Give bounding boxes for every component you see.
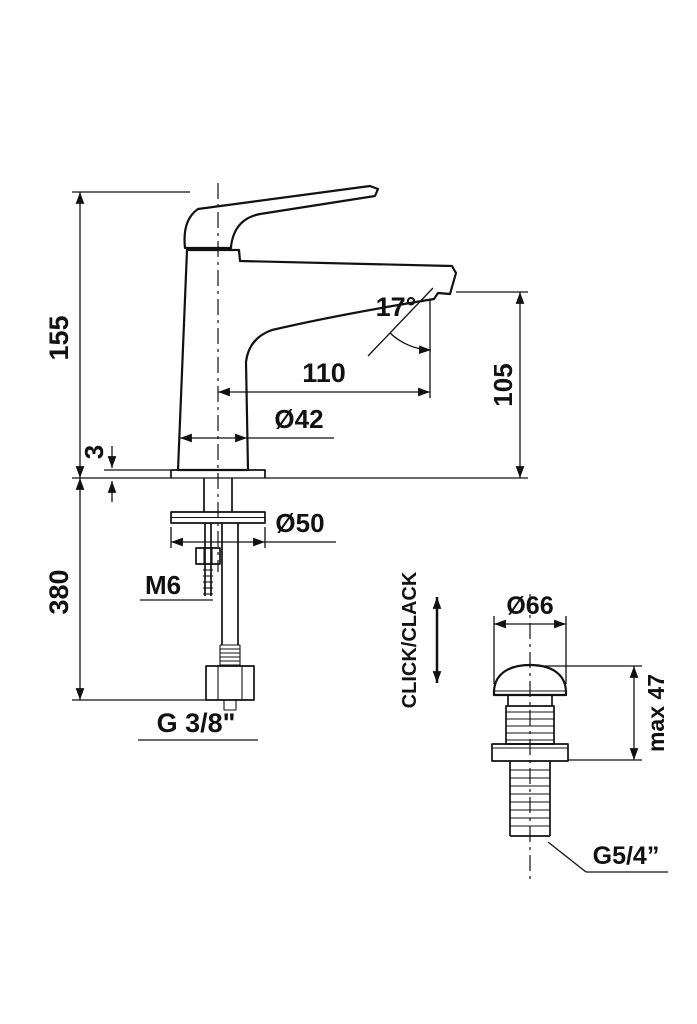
click-clack-label: CLICK/CLACK (399, 571, 421, 708)
angle-17-arc (389, 332, 432, 355)
dimension-155: 155 (44, 191, 190, 478)
max-47-label: max 47 (643, 674, 669, 752)
dim-155-label: 155 (44, 315, 74, 360)
dimension-3: 3 (79, 445, 171, 502)
click-clack-annotation: CLICK/CLACK (399, 571, 442, 708)
label-g54: G5/4” (547, 841, 668, 873)
faucet-handle (183, 184, 380, 250)
dimension-max47: max 47 (536, 665, 669, 761)
hose-nut-stub (223, 700, 237, 711)
dimension-dia42: Ø42 (180, 404, 334, 443)
angle-17: 17° (367, 287, 434, 357)
dimension-dia50: Ø50 (170, 508, 336, 548)
faucet-base-plate (170, 469, 266, 478)
label-g38: G 3/8" (138, 708, 258, 741)
m6-stud-threads (203, 569, 213, 595)
waste-tailpiece (509, 761, 551, 837)
faucet-body-spout (176, 248, 458, 472)
g54-label: G5/4” (593, 842, 660, 870)
dim-110-label: 110 (302, 358, 346, 388)
faucet-view (72, 183, 528, 711)
dimension-110: 110 (218, 300, 431, 398)
waste-flange (491, 743, 569, 762)
g38-label: G 3/8" (157, 708, 236, 738)
hose-connection-nut (205, 665, 255, 701)
m6-label: M6 (145, 570, 181, 600)
dim-3-label: 3 (79, 445, 109, 459)
dia-42-label: Ø42 (274, 404, 323, 434)
angle-17-label: 17° (376, 292, 417, 322)
dimension-105: 105 (456, 291, 528, 478)
dim-105-label: 105 (488, 363, 518, 406)
dimension-380: 380 (44, 478, 206, 701)
dia-50-label: Ø50 (275, 508, 324, 538)
g54-leader-line (547, 841, 587, 873)
dim-380-label: 380 (44, 569, 74, 614)
waste-thread-body-ribs (506, 711, 554, 741)
dia-66-label: Ø66 (506, 592, 553, 620)
m6-nut (195, 547, 221, 565)
label-m6: M6 (140, 570, 213, 601)
hose-corrugation (219, 644, 241, 666)
angle-17-reference-line (367, 287, 434, 357)
dimension-dia66: Ø66 (493, 592, 567, 684)
waste-view (491, 594, 569, 884)
